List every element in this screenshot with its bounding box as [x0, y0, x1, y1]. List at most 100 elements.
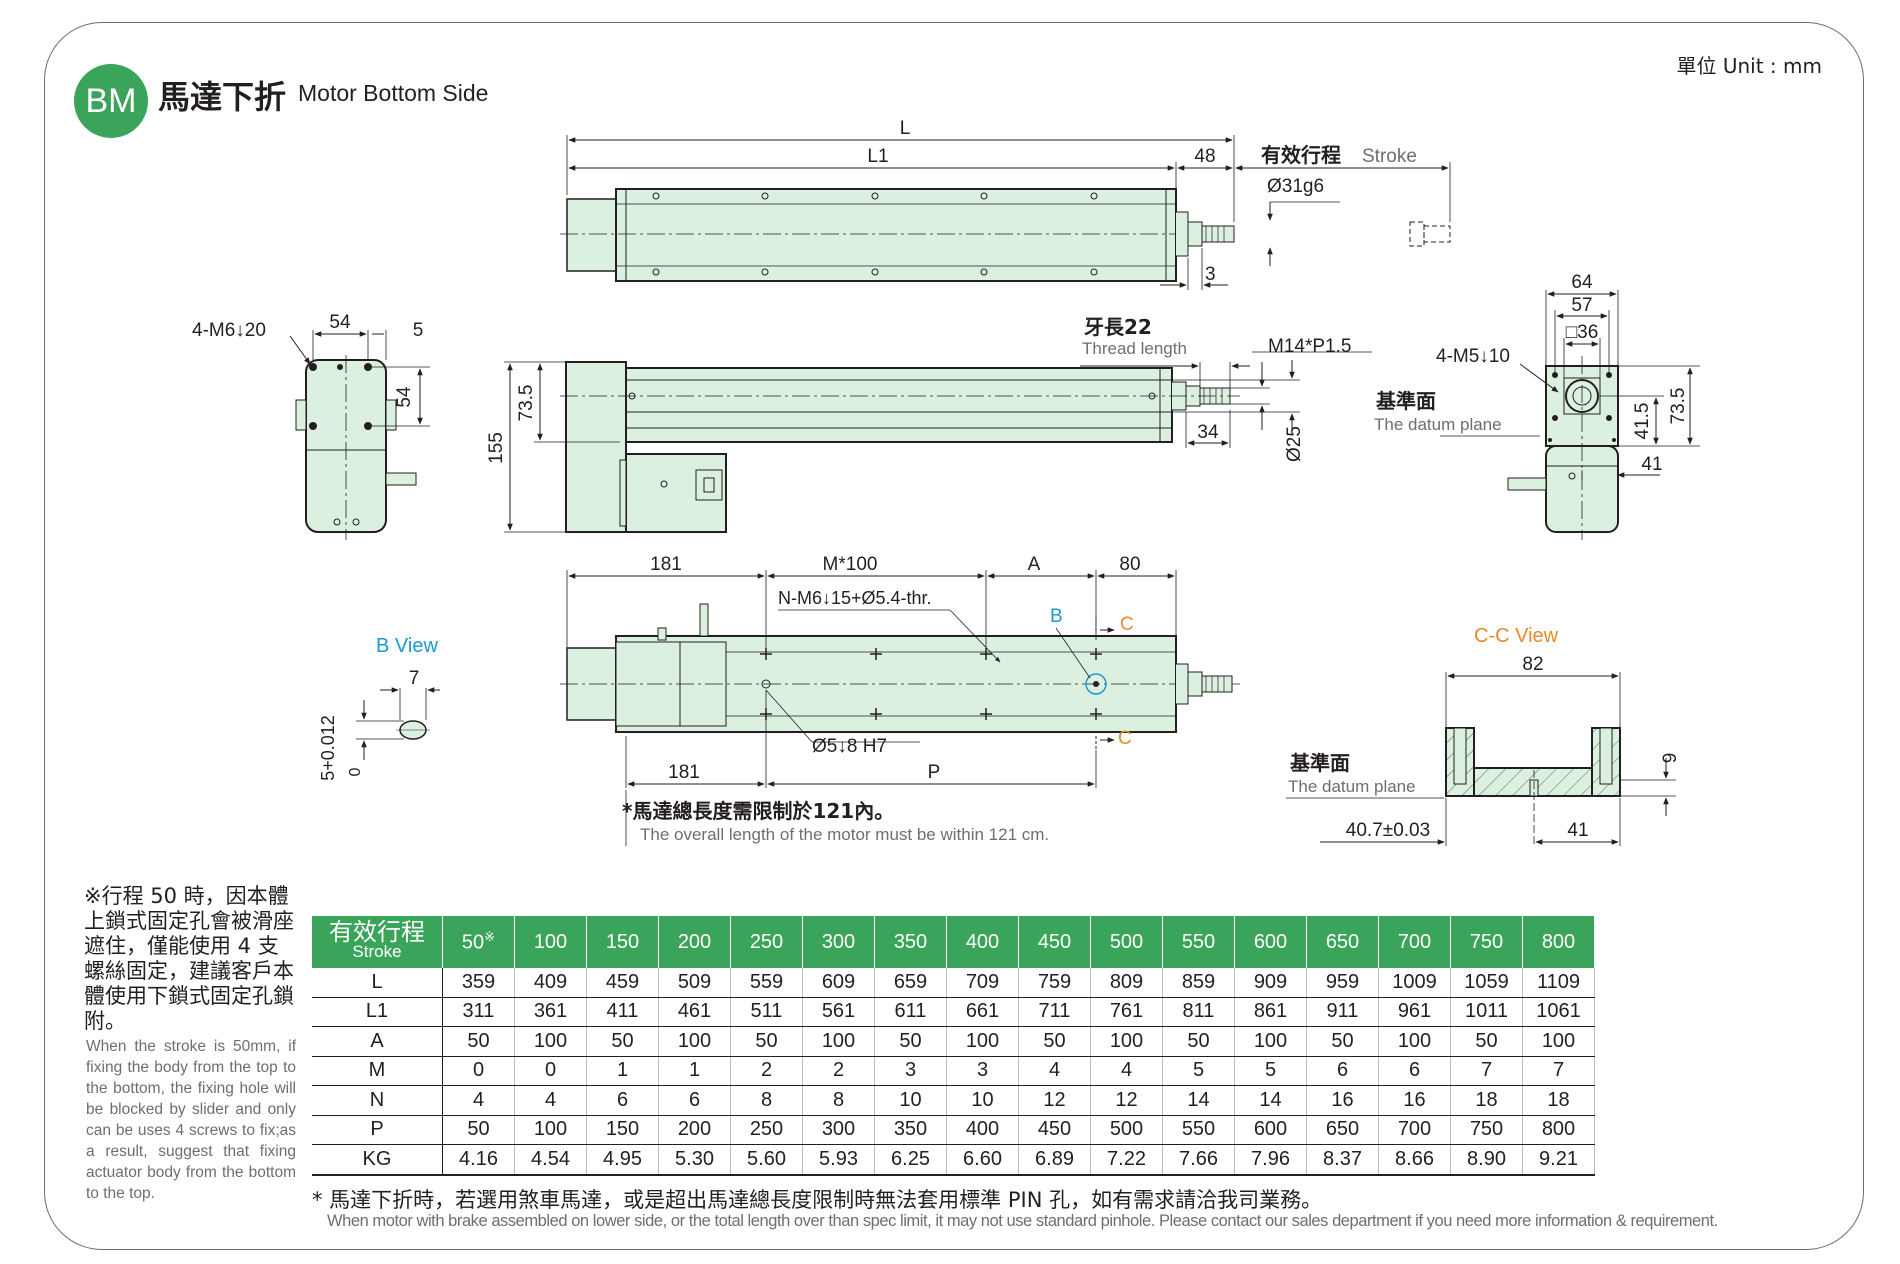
- stroke-value: 150: [605, 930, 640, 953]
- dim-dia-31: Ø31g6: [1267, 176, 1324, 197]
- stroke-value: 200: [677, 930, 712, 953]
- table-cell: 661: [946, 997, 1019, 1027]
- stroke-column-header: 50※: [442, 916, 515, 968]
- stroke-column-header: 500: [1090, 916, 1163, 968]
- table-cell: 500: [1090, 1115, 1163, 1145]
- table-cell: 4: [1018, 1056, 1091, 1086]
- datum-plane-zh: 基準面: [1376, 389, 1436, 413]
- table-cell: 100: [1378, 1026, 1451, 1057]
- table-cell: 5.30: [658, 1144, 731, 1176]
- stroke-value: 650: [1325, 930, 1360, 953]
- dim-34: 34: [1197, 422, 1219, 443]
- row-label: A: [312, 1026, 443, 1057]
- dim-5: 5: [413, 320, 424, 341]
- table-cell: 411: [586, 997, 659, 1027]
- table-cell: 9.21: [1522, 1144, 1595, 1176]
- end-hole-spec: 4-M6↓20: [192, 320, 266, 341]
- pin-spec: Ø5↓8 H7: [812, 736, 887, 757]
- bottom-view: 181 M*100 A 80 N-M6↓15+Ø5.4-thr. B C C Ø…: [560, 554, 1240, 846]
- stroke-column-header: 550: [1162, 916, 1235, 968]
- page-title-en: Motor Bottom Side: [298, 80, 489, 106]
- stroke-column-header: 200: [658, 916, 731, 968]
- table-cell: 2: [730, 1056, 803, 1086]
- table-cell: 1009: [1378, 968, 1451, 998]
- table-cell: 100: [1090, 1026, 1163, 1057]
- table-cell: 911: [1306, 997, 1379, 1027]
- stroke-header-cell: 有效行程 Stroke: [312, 916, 443, 968]
- stroke-value: 400: [965, 930, 1000, 953]
- stroke-header-zh: 有效行程: [329, 918, 425, 946]
- stroke-value: 300: [821, 930, 856, 953]
- dim-P: P: [928, 762, 941, 783]
- stroke-column-header: 650: [1306, 916, 1379, 968]
- dim-64: 64: [1571, 272, 1593, 293]
- table-cell: 809: [1090, 968, 1163, 998]
- note-mark: ※: [484, 929, 496, 945]
- table-cell: 909: [1234, 968, 1307, 998]
- table-cell: 18: [1450, 1085, 1523, 1116]
- n-hole-spec: N-M6↓15+Ø5.4-thr.: [778, 588, 932, 608]
- table-cell: 4: [442, 1085, 515, 1116]
- row-label: KG: [312, 1144, 443, 1176]
- stroke-header-en: Stroke: [352, 942, 402, 961]
- table-cell: 6: [1378, 1056, 1451, 1086]
- stroke-column-header: 150: [586, 916, 659, 968]
- table-cell: 100: [514, 1115, 587, 1145]
- motor-length-note-zh: *馬達總長度需限制於121內。: [622, 799, 894, 823]
- cc-dim-82: 82: [1522, 654, 1543, 675]
- stroke-column-header: 300: [802, 916, 875, 968]
- table-cell: 7.22: [1090, 1144, 1163, 1176]
- stroke-column-header: 100: [514, 916, 587, 968]
- table-cell: 3: [874, 1056, 947, 1086]
- stroke-value: 350: [893, 930, 928, 953]
- dim-m100: M*100: [823, 554, 878, 575]
- stroke-value: 600: [1253, 930, 1288, 953]
- table-cell: 7: [1522, 1056, 1595, 1086]
- table-cell: 14: [1234, 1085, 1307, 1116]
- dim-155: 155: [486, 432, 507, 464]
- b-view-tolerance-0: 0: [347, 767, 364, 776]
- stroke-value: 800: [1541, 930, 1576, 953]
- table-cell: 8.37: [1306, 1144, 1379, 1176]
- table-cell: 100: [946, 1026, 1019, 1057]
- dim-181-top: 181: [650, 554, 682, 575]
- cc-dim-9: 9: [1660, 753, 1681, 764]
- mark-C-bottom: C: [1118, 728, 1132, 749]
- table-cell: 16: [1378, 1085, 1451, 1116]
- dim-57: 57: [1571, 295, 1592, 316]
- table-cell: 959: [1306, 968, 1379, 998]
- stroke-label-zh: 有效行程: [1261, 143, 1341, 167]
- table-cell: 0: [514, 1056, 587, 1086]
- side-view: 155 73.5 牙長22 Thread length M14*P1.5 34 …: [486, 315, 1372, 533]
- table-cell: 50: [1306, 1026, 1379, 1057]
- footer-note-en: When motor with brake assembled on lower…: [327, 1212, 1718, 1230]
- b-view: B View 7 5+0.012 0: [318, 635, 440, 781]
- dim-54-vertical: 54: [394, 386, 415, 408]
- table-cell: 6: [658, 1085, 731, 1116]
- row-label: P: [312, 1115, 443, 1145]
- table-cell: 200: [658, 1115, 731, 1145]
- table-cell: 18: [1522, 1085, 1595, 1116]
- right-hole-spec: 4-M5↓10: [1436, 346, 1510, 367]
- table-cell: 709: [946, 968, 1019, 998]
- table-cell: 350: [874, 1115, 947, 1145]
- dim-A: A: [1028, 554, 1041, 575]
- stroke-value: 550: [1181, 930, 1216, 953]
- table-cell: 7: [1450, 1056, 1523, 1086]
- table-cell: 1: [658, 1056, 731, 1086]
- cc-dim-40-7: 40.7±0.03: [1346, 820, 1430, 841]
- stroke-50-note-en: When the stroke is 50mm, if fixing the b…: [86, 1038, 296, 1202]
- table-cell: 14: [1162, 1085, 1235, 1116]
- table-cell: 8: [802, 1085, 875, 1116]
- table-cell: 2: [802, 1056, 875, 1086]
- table-cell: 50: [442, 1115, 515, 1145]
- table-cell: 859: [1162, 968, 1235, 998]
- table-cell: 8.90: [1450, 1144, 1523, 1176]
